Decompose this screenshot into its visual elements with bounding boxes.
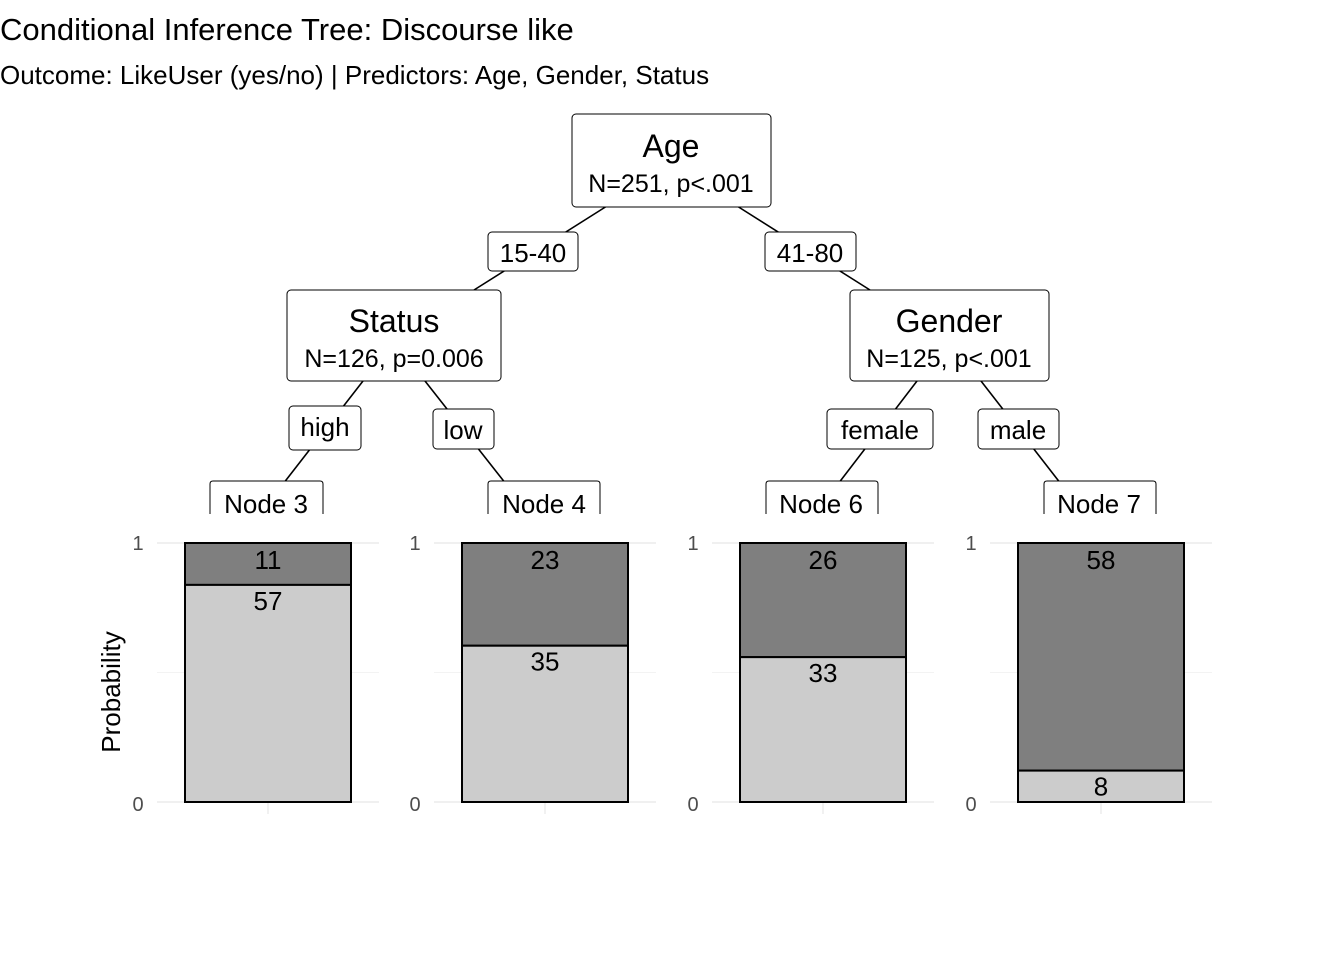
node-status-stats: N=126, p=0.006 bbox=[304, 345, 483, 373]
data-label-lower: 35 bbox=[531, 647, 560, 677]
y-tick-label: 0 bbox=[687, 794, 698, 816]
y-tick-label: 1 bbox=[965, 533, 976, 555]
y-tick-label: 0 bbox=[132, 794, 143, 816]
edge-label-female: female bbox=[826, 408, 934, 450]
bar-segment-upper bbox=[461, 542, 629, 647]
bar-segment-lower bbox=[739, 656, 907, 804]
node-status: Status N=126, p=0.006 bbox=[286, 289, 502, 382]
node-root-name: Age bbox=[643, 128, 700, 164]
data-label-upper: 58 bbox=[1087, 545, 1116, 575]
bar-segment-upper bbox=[184, 542, 352, 586]
y-tick-label: 1 bbox=[132, 533, 143, 555]
bar-segment-lower bbox=[184, 583, 352, 803]
y-tick-label: 0 bbox=[409, 794, 420, 816]
node-gender-name: Gender bbox=[896, 303, 1003, 339]
terminal-node-3: Node 3 bbox=[209, 480, 324, 519]
plot-subtitle: Outcome: LikeUser (yes/no) | Predictors:… bbox=[0, 60, 709, 90]
svg-text:41-80: 41-80 bbox=[777, 238, 844, 268]
edge-label-low: low bbox=[432, 408, 495, 450]
data-label-upper: 11 bbox=[255, 545, 282, 575]
terminal-node-4: Node 4 bbox=[487, 480, 601, 519]
svg-text:Node 3: Node 3 bbox=[224, 489, 308, 519]
bar-segment-upper bbox=[739, 542, 907, 659]
node-gender: Gender N=125, p<.001 bbox=[849, 289, 1050, 382]
terminal-node-6: Node 6 bbox=[765, 480, 879, 519]
edge-label-15-40: 15-40 bbox=[487, 231, 579, 272]
bar-segment-lower bbox=[461, 644, 629, 804]
bar-segment-lower bbox=[1017, 769, 1185, 804]
y-tick-label: 0 bbox=[965, 794, 976, 816]
svg-text:male: male bbox=[990, 415, 1046, 445]
y-tick-label: 1 bbox=[687, 533, 698, 555]
node-root: Age N=251, p<.001 bbox=[571, 113, 772, 208]
svg-text:15-40: 15-40 bbox=[500, 238, 567, 268]
svg-text:low: low bbox=[443, 415, 482, 445]
bar-panels: 1 0 11 57 1 0 23 35 1 0 26 33 1 0 58 8 bbox=[132, 533, 1212, 816]
svg-text:Node 4: Node 4 bbox=[502, 489, 586, 519]
bar-segment-upper bbox=[1017, 542, 1185, 772]
node-gender-stats: N=125, p<.001 bbox=[866, 345, 1031, 373]
plot-title: Conditional Inference Tree: Discourse li… bbox=[0, 12, 574, 47]
edge-label-41-80: 41-80 bbox=[764, 231, 857, 272]
data-label-lower: 33 bbox=[809, 658, 838, 688]
edge-label-high: high bbox=[288, 405, 362, 451]
svg-text:female: female bbox=[841, 415, 919, 445]
data-label-upper: 26 bbox=[809, 545, 838, 575]
data-label-upper: 23 bbox=[531, 545, 560, 575]
svg-text:high: high bbox=[300, 412, 349, 442]
data-label-lower: 8 bbox=[1094, 772, 1108, 802]
svg-text:Node 7: Node 7 bbox=[1057, 489, 1141, 519]
terminal-node-7: Node 7 bbox=[1043, 480, 1157, 519]
node-root-stats: N=251, p<.001 bbox=[588, 170, 753, 198]
node-status-name: Status bbox=[349, 303, 440, 339]
y-tick-label: 1 bbox=[409, 533, 420, 555]
data-label-lower: 57 bbox=[254, 586, 283, 616]
edge-label-male: male bbox=[977, 408, 1060, 450]
y-axis-label: Probability bbox=[96, 631, 126, 752]
svg-text:Node 6: Node 6 bbox=[779, 489, 863, 519]
